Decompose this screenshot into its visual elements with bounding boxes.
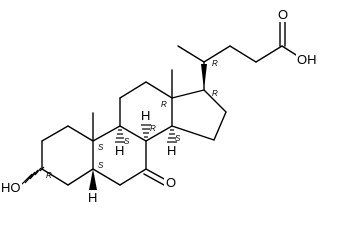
stereo-c13: R (161, 100, 167, 109)
stereo-c20: R (212, 59, 218, 68)
h8-hash-bond (141, 124, 151, 138)
stereo-c5: S (98, 161, 104, 170)
ring-d (171, 89, 227, 141)
h5-label: H (88, 190, 97, 205)
h9-hash-bond (115, 129, 125, 143)
h5-wedge-bond (89, 169, 97, 190)
ketone-double-bond (143, 168, 167, 186)
stereo-c8: R (150, 124, 156, 133)
h8-label: H (141, 108, 150, 123)
carboxyl-double-bond (279, 21, 286, 47)
hydroxyl-hash-bond (19, 166, 45, 187)
h14-hash-bond (167, 129, 177, 143)
h14-label: H (167, 143, 176, 158)
carboxyl-oxygen-label: O (278, 7, 288, 22)
side-chain (177, 45, 305, 91)
ring-a (41, 125, 94, 186)
hydroxyl-3-label: HO (1, 180, 21, 195)
stereo-c14: S (175, 134, 181, 143)
stereo-c3: R (46, 171, 52, 180)
stereo-c17: R (212, 89, 218, 98)
carboxyl-hydroxyl-label: OH (297, 52, 317, 67)
stereo-c9: S (124, 137, 130, 146)
ring-b (92, 125, 147, 186)
c17-side-chain-wedge (201, 64, 207, 90)
stereo-c10: S (98, 143, 104, 152)
ketone-oxygen-label: O (166, 175, 176, 190)
h9-label: H (115, 143, 124, 158)
ring-c (119, 81, 173, 142)
